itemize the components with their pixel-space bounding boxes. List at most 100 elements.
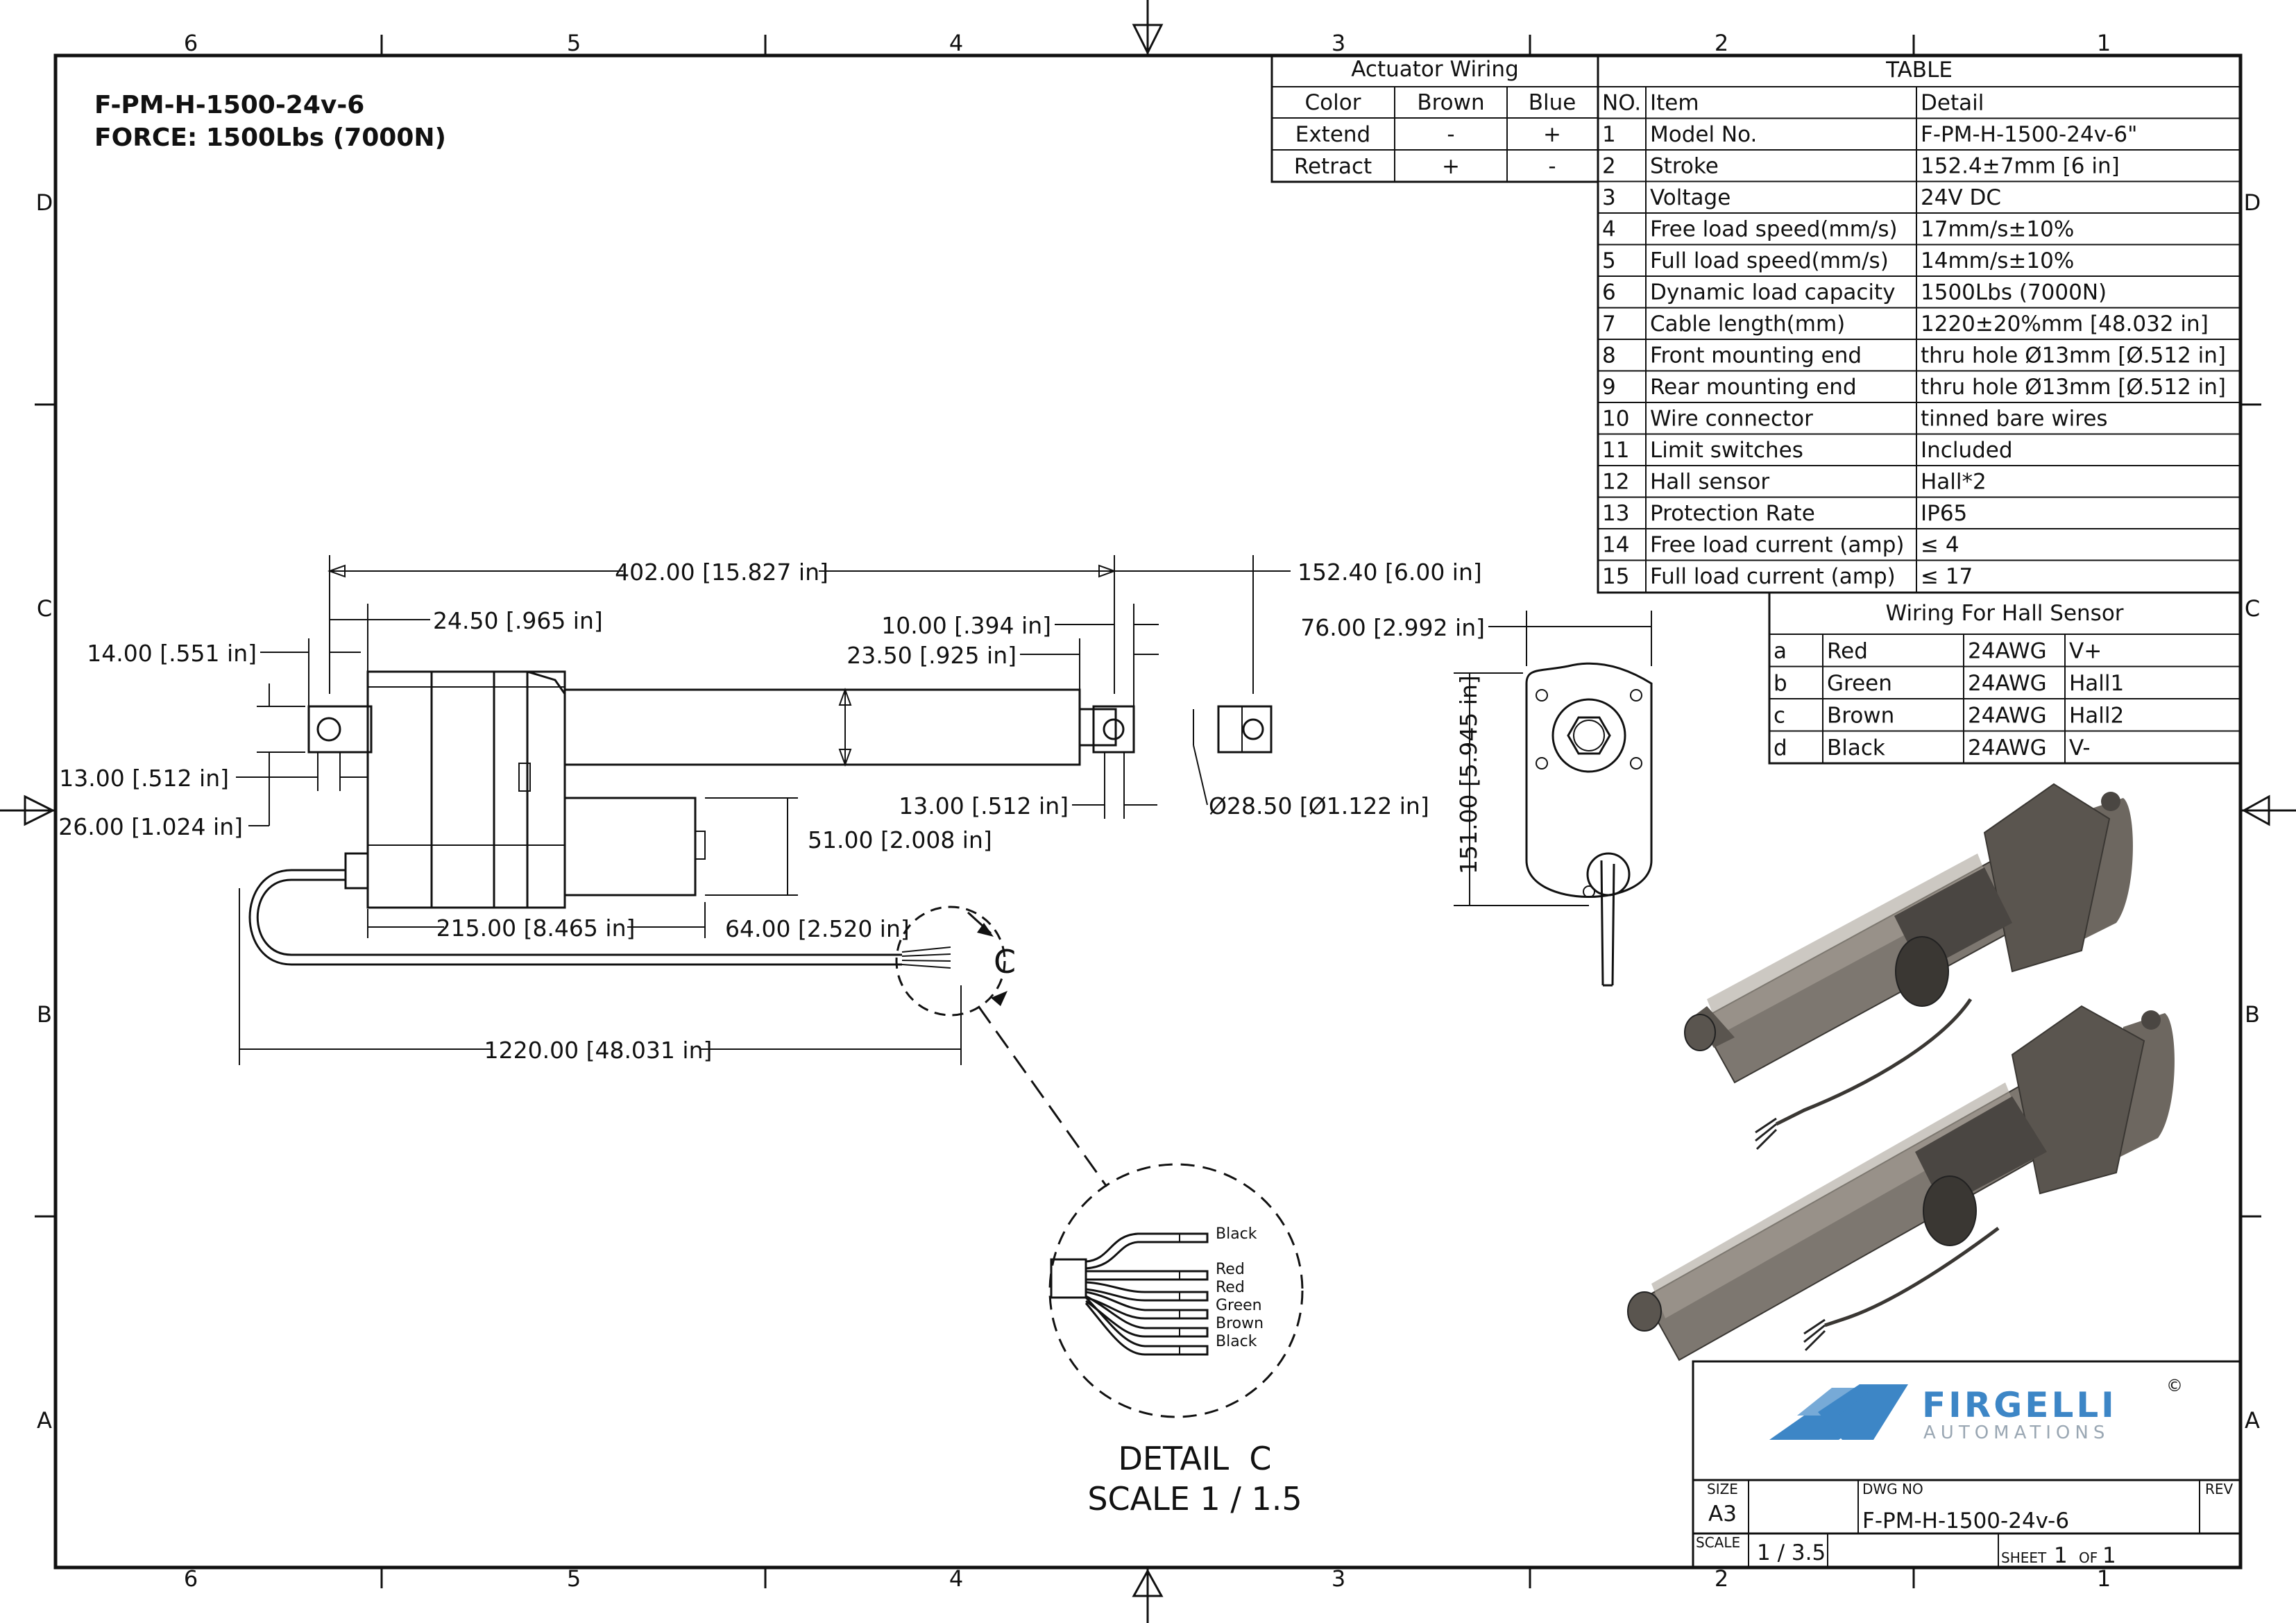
dwg-value: F-PM-H-1500-24v-6 [1862,1509,2069,1533]
sheet-value: 1 [2054,1543,2068,1568]
zone-col-3-top: 3 [1332,30,1345,56]
logo-copyright: © [2166,1376,2183,1395]
size-value: A3 [1708,1502,1737,1527]
dim-body-height: 51.00 [2.008 in] [808,826,992,853]
actuator-render-extended [1627,1005,2175,1361]
zone-col-6-top: 6 [184,30,198,56]
spec-row-item: Rear mounting end [1650,375,1857,400]
spec-row-detail: Hall*2 [1921,470,1987,495]
zone-col-2-top: 2 [1715,30,1728,56]
spec-row-item: Protection Rate [1650,501,1815,526]
spec-row-no: 15 [1602,564,1629,589]
zone-col-1-top: 1 [2097,30,2111,56]
zone-row-b-right: B [2245,1001,2260,1028]
side-view-dimensions: 402.00 [15.827 in] 152.40 [6.00 in] 24.5… [58,555,1482,1065]
zone-row-d-right: D [2244,189,2261,216]
spec-row-item: Voltage [1650,185,1730,210]
dim-rear-height: 26.00 [1.024 in] [58,813,243,840]
zone-row-a-right: A [2245,1407,2260,1434]
dim-rear-offset: 24.50 [.965 in] [433,607,603,634]
spec-row-detail: ≤ 4 [1921,533,1959,558]
zone-col-6-bottom: 6 [184,1565,198,1592]
spec-row-item: Full load speed(mm/s) [1650,248,1889,273]
spec-row-detail: thru hole Ø13mm [Ø.512 in] [1921,343,2226,368]
hall-row-gauge: 24AWG [1968,639,2047,664]
spec-row-detail: 1500Lbs (7000N) [1921,280,2107,305]
zone-row-c-left: C [37,595,52,622]
spec-row-detail: 1220±20%mm [48.032 in] [1921,312,2209,337]
hall-row-signal: V- [2069,736,2091,760]
wiring-extend-brown: - [1447,122,1454,147]
wiring-header-color: Color [1305,90,1361,115]
spec-row-no: 5 [1602,248,1616,273]
spec-row-detail: 24V DC [1921,185,2001,210]
spec-row-detail: IP65 [1921,501,1967,526]
spec-row-no: 2 [1602,154,1616,179]
spec-row-item: Wire connector [1650,407,1813,432]
dim-motor-length: 215.00 [8.465 in] [436,915,636,942]
spec-row-item: Free load speed(mm/s) [1650,217,1898,242]
spec-row-item: Full load current (amp) [1650,564,1896,589]
actuator-wiring-table: Actuator Wiring Color Brown Blue Extend … [1270,54,1599,183]
spec-header-detail: Detail [1921,91,1984,116]
spec-row-item: Limit switches [1650,438,1803,463]
zone-row-d-left: D [36,189,53,216]
dim-stroke: 152.40 [6.00 in] [1298,559,1482,586]
spec-row-item: Hall sensor [1650,470,1769,495]
zone-col-5-top: 5 [567,30,581,56]
wiring-retract-blue: - [1548,154,1556,179]
wiring-retract-label: Retract [1294,154,1372,179]
spec-row-detail: thru hole Ø13mm [Ø.512 in] [1921,375,2226,400]
wiring-header-blue: Blue [1529,90,1576,115]
spec-row-no: 8 [1602,343,1616,368]
spec-row-no: 3 [1602,185,1616,210]
actuator-render-retracted [1684,783,2133,1150]
spec-row-item: Model No. [1650,122,1757,147]
scale-label: SCALE [1696,1534,1740,1551]
spec-row-item: Free load current (amp) [1650,533,1905,558]
zone-row-c-right: C [2245,595,2260,622]
detail-title: DETAIL C [1118,1440,1271,1477]
dim-rear-clevis: 14.00 [.551 in] [87,640,257,667]
wiring-extend-label: Extend [1295,122,1371,147]
hall-table-title: Wiring For Hall Sensor [1885,601,2123,626]
zone-col-4-bottom: 4 [949,1565,963,1592]
spec-row-detail: 17mm/s±10% [1921,217,2074,242]
zone-col-4-top: 4 [949,30,963,56]
of-value: 1 [2102,1543,2116,1568]
spec-row-no: 6 [1602,280,1616,305]
spec-row-no: 4 [1602,217,1616,242]
hall-row-signal: V+ [2069,639,2102,664]
spec-row-item: Cable length(mm) [1650,312,1845,337]
hall-row-gauge: 24AWG [1968,671,2047,696]
center-mark-top [1132,0,1164,56]
detail-marker: C [994,943,1016,980]
hall-row-color: Green [1827,671,1892,696]
hall-row-signal: Hall1 [2069,671,2124,696]
detail-scale: SCALE 1 / 1.5 [1087,1480,1302,1518]
spec-row-item: Stroke [1650,154,1719,179]
spec-row-detail: F-PM-H-1500-24v-6" [1921,122,2137,147]
actuator-side-view [248,670,1273,969]
spec-row-detail: ≤ 17 [1921,564,1973,589]
hall-row-id: d [1774,736,1787,760]
center-mark-left [0,794,56,826]
dim-end-width: 76.00 [2.992 in] [1300,614,1485,641]
actuator-wiring-title: Actuator Wiring [1351,57,1519,82]
spec-row-detail: 152.4±7mm [6 in] [1921,154,2120,179]
zone-row-a-left: A [37,1407,52,1434]
hall-row-color: Brown [1827,704,1894,729]
dim-motor-diameter: 64.00 [2.520 in] [725,915,910,942]
zone-row-b-left: B [37,1001,52,1028]
detail-wire-2: Red [1216,1261,1245,1278]
detail-wire-1: Black [1216,1225,1257,1243]
dim-overall-length: 402.00 [15.827 in] [615,559,828,586]
hall-row-color: Black [1827,736,1885,760]
hall-row-id: a [1774,639,1787,664]
hall-row-color: Red [1827,639,1868,664]
dim-front-tip: 10.00 [.394 in] [881,612,1051,639]
